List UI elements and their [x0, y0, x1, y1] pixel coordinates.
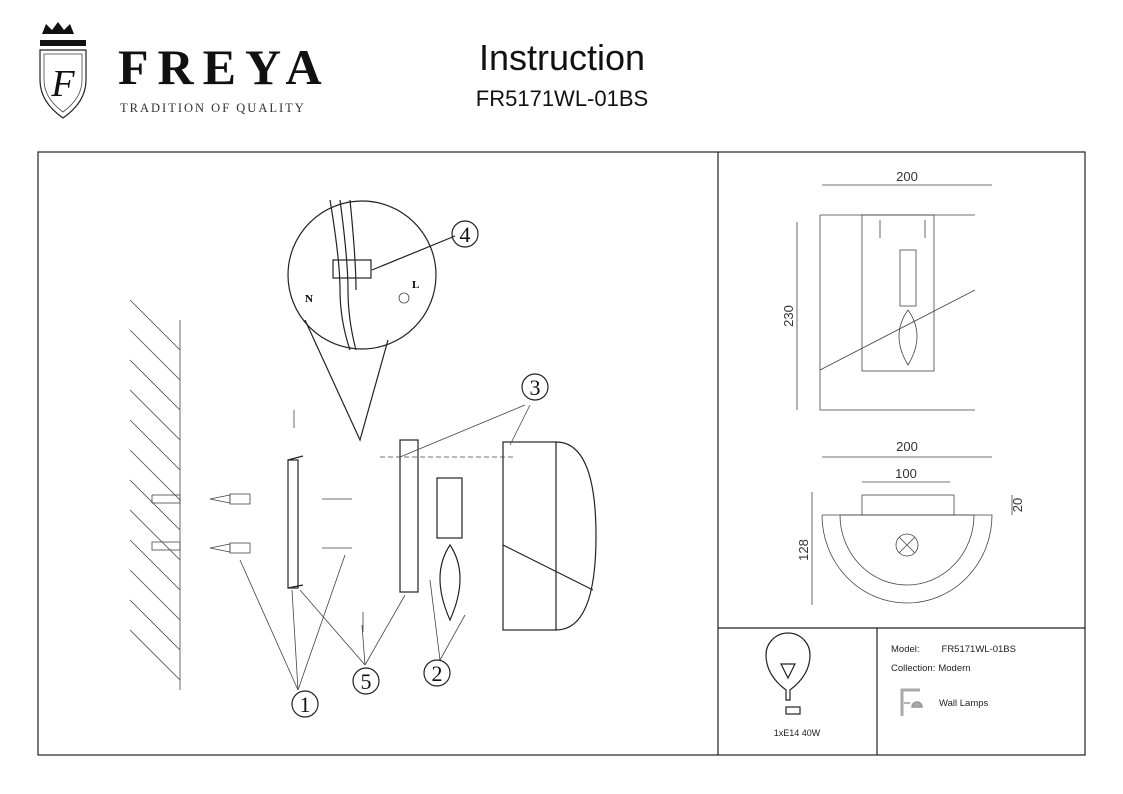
assembly-diagram: N L 1 2 3 [129, 199, 597, 718]
callout-5-label: 5 [361, 669, 372, 694]
front-view-drawing: 200 230 [781, 169, 992, 411]
front-width-dimension: 200 [896, 169, 918, 184]
lamp-shade [502, 441, 597, 631]
top-width-dimension: 200 [896, 439, 918, 454]
callout-4-label: 4 [460, 222, 471, 247]
wall-lamp-icon [900, 688, 923, 716]
top-view-drawing: 200 100 128 20 [796, 439, 1025, 605]
brand-tagline: TRADITION OF QUALITY [120, 101, 306, 115]
callout-4: 4 [451, 220, 479, 248]
top-depth-dimension: 128 [796, 539, 811, 561]
callout-1: 1 [291, 690, 319, 718]
page-title: Instruction [479, 37, 645, 78]
bulb-holder-and-bulb [436, 477, 463, 622]
detail-circle [287, 199, 456, 442]
callout-1-label: 1 [300, 692, 311, 717]
collection-label: Collection: [891, 663, 935, 674]
collection-value: Modern [938, 663, 970, 674]
monogram: F [50, 63, 75, 105]
screws-and-anchors [209, 410, 364, 632]
neutral-wire-label: N [305, 293, 313, 305]
callout-3-label: 3 [530, 375, 541, 400]
leader-lines [239, 404, 531, 691]
crest-icon: F [39, 22, 87, 119]
live-wire-label: L [412, 279, 419, 291]
category-label: Wall Lamps [939, 698, 989, 709]
model-line: Model: FR5171WL-01BS [891, 644, 1016, 655]
callout-2: 2 [423, 659, 451, 687]
model-label: Model: [891, 644, 920, 655]
brand-name: FREYA [118, 39, 331, 95]
lamp-plate [399, 439, 419, 593]
callout-5: 5 [352, 667, 380, 695]
callout-2-label: 2 [432, 661, 443, 686]
front-height-dimension: 230 [781, 305, 796, 327]
bulb-icon [765, 632, 811, 715]
freya-logo: F FREYA TRADITION OF QUALITY [39, 22, 331, 119]
bulb-spec: 1xE14 40W [774, 728, 821, 738]
top-base-width-dimension: 100 [895, 466, 917, 481]
page-model-number: FR5171WL-01BS [476, 86, 648, 111]
top-base-depth-dimension: 20 [1010, 498, 1025, 512]
mounting-bracket [287, 455, 304, 589]
collection-line: Collection:Modern [891, 663, 971, 674]
ground-icon [398, 292, 410, 304]
sheet-frame [37, 151, 1086, 756]
model-value: FR5171WL-01BS [942, 644, 1016, 655]
callout-3: 3 [521, 373, 549, 401]
wall-hatching [129, 299, 181, 690]
